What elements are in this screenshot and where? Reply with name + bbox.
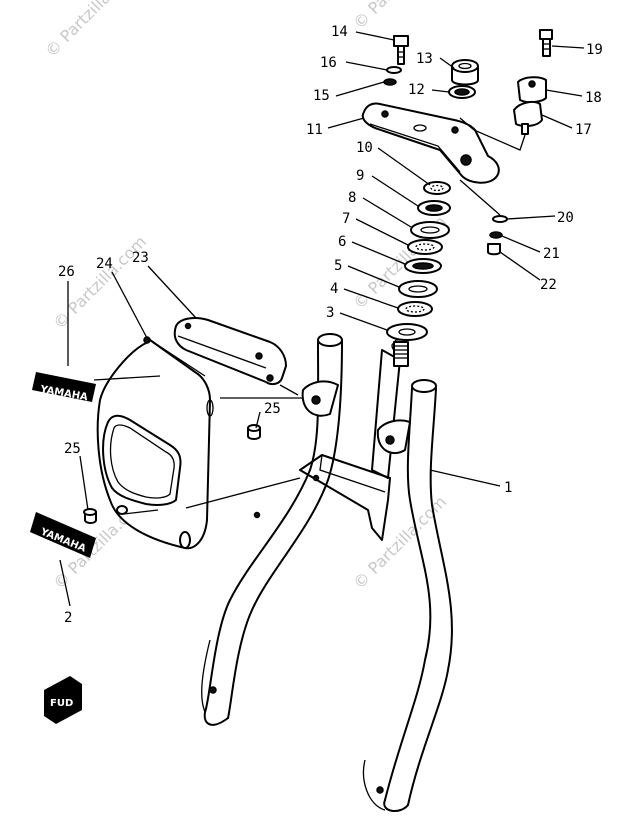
part-15-washer [383, 78, 397, 86]
fuel-decal: FUD [44, 676, 82, 724]
callout-18: 18 [585, 90, 602, 106]
part-14-bolt [393, 35, 409, 65]
callout-5: 5 [334, 258, 342, 274]
part-3-race [386, 323, 428, 341]
part-20-washer [492, 215, 508, 223]
callout-14: 14 [331, 24, 348, 40]
part-8-cover [410, 221, 450, 239]
callout-12: 12 [408, 82, 425, 98]
steering-stem-thread [393, 341, 409, 367]
callout-15: 15 [313, 88, 330, 104]
callout-9: 9 [356, 168, 364, 184]
leader-lines [59, 31, 585, 607]
callout-19: 19 [586, 42, 603, 58]
part-19-bolt [539, 29, 553, 57]
callout-26: 26 [58, 264, 75, 280]
part-11-upper-bracket [361, 102, 500, 184]
frame-part-1 [201, 333, 453, 812]
callout-8: 8 [348, 190, 356, 206]
part-17-clamp-lower [513, 101, 543, 135]
watermark: © Partzilla.com [349, 0, 450, 33]
part-10-ring-nut [423, 181, 451, 195]
callout-1: 1 [504, 480, 512, 496]
part-25-bolt-upper [247, 424, 261, 440]
left-tube-end [317, 333, 343, 347]
callout-13: 13 [416, 51, 433, 67]
part-16-washer [386, 66, 402, 74]
part-22-nut [487, 243, 501, 256]
callout-2: 2 [64, 610, 72, 626]
fuel-decal-text: FUD [50, 698, 73, 709]
callout-6: 6 [338, 234, 346, 250]
part-24-number-plate [96, 336, 214, 550]
right-tube-end [411, 379, 437, 393]
callout-25: 25 [264, 401, 281, 417]
part-21-washer [489, 231, 503, 239]
part-4-ball-set [397, 301, 433, 317]
callout-11: 11 [306, 122, 323, 138]
watermarks: © Partzilla.com © Partzilla.com © Partzi… [41, 0, 450, 593]
callout-7: 7 [342, 211, 350, 227]
callout-22: 22 [540, 277, 557, 293]
callout-21: 21 [543, 246, 560, 262]
part-23-bracket [173, 317, 287, 386]
part-7-ball-set [407, 239, 443, 255]
part-13-cap-nut [451, 59, 479, 86]
watermark: © Partzilla.com [49, 232, 150, 333]
part-12-washer [448, 85, 476, 99]
callout-24: 24 [96, 256, 113, 272]
bearing-stack [386, 181, 451, 341]
callout-labels: 14 13 19 16 12 18 15 17 11 10 9 20 8 21 … [58, 24, 603, 626]
part-25-bolt-lower [83, 508, 97, 524]
callout-16: 16 [320, 55, 337, 71]
part-18-clamp-upper [517, 76, 547, 104]
callout-25: 25 [64, 441, 81, 457]
callout-23: 23 [132, 250, 149, 266]
callout-3: 3 [326, 305, 334, 321]
callout-10: 10 [356, 140, 373, 156]
part-26-decal: YAMAHA [32, 372, 96, 403]
frame-gusset-right [376, 419, 411, 455]
part-5-race [398, 280, 438, 298]
callout-20: 20 [557, 210, 574, 226]
callout-4: 4 [330, 281, 338, 297]
watermark: © Partzilla.com [41, 0, 142, 61]
callout-17: 17 [575, 122, 592, 138]
